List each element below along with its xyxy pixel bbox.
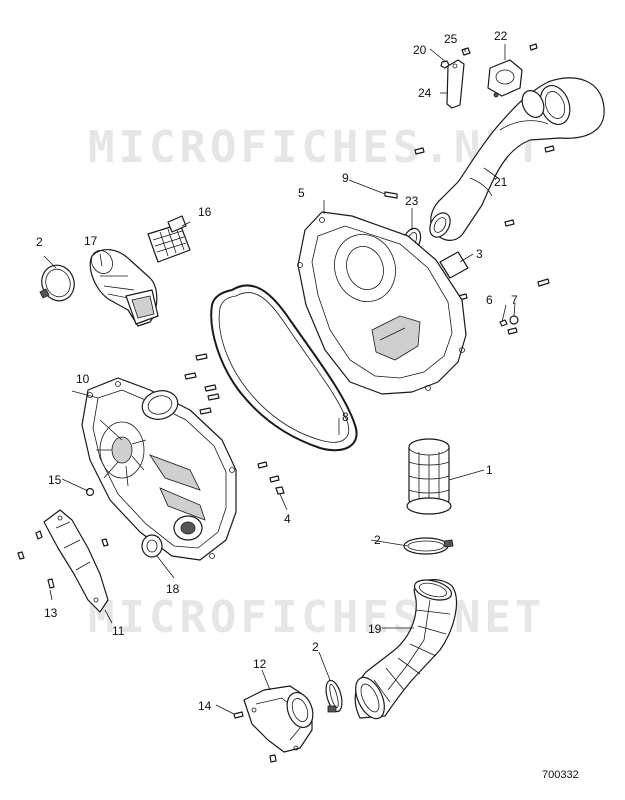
reference-number: 700332 — [542, 769, 579, 781]
adapter-part-22 — [487, 59, 523, 98]
bolt-part-9 — [384, 191, 398, 199]
callout-7: 7 — [511, 293, 518, 307]
screw-part-25 — [461, 47, 471, 56]
bolt-upper-4 — [504, 219, 515, 227]
heat-shield-part-11 — [43, 509, 109, 613]
bolt-part-7 — [507, 327, 518, 335]
callout-15: 15 — [48, 473, 62, 487]
callout-25: 25 — [444, 32, 458, 46]
callout-19: 19 — [368, 622, 382, 636]
intake-elbow-part-12 — [243, 685, 314, 753]
callout-10: 10 — [76, 372, 90, 386]
callout-3: 3 — [476, 247, 483, 261]
inlet-boot-part-17 — [89, 249, 159, 327]
screw-left-2 — [17, 551, 25, 560]
nut-part-15 — [85, 487, 95, 497]
bolt-mid-5 — [199, 407, 212, 415]
callout-2: 2 — [36, 235, 43, 249]
watermark-bottom: MICROFICHES.NET — [88, 592, 545, 643]
callout-2: 2 — [312, 640, 319, 654]
callout-12: 12 — [253, 657, 267, 671]
callout-17: 17 — [84, 234, 98, 248]
outer-clutch-cover — [297, 211, 467, 395]
washer-part-6 — [499, 319, 508, 327]
seal-ring-part-18 — [141, 534, 163, 558]
watermark-top: MICROFICHES.NET — [88, 122, 545, 173]
screw-left-3 — [101, 538, 109, 547]
callout-6: 6 — [486, 293, 493, 307]
bolt-mid-2 — [184, 372, 197, 380]
callout-24: 24 — [418, 86, 432, 100]
bolt-mid-4 — [207, 393, 220, 401]
bolt-mid-6 — [257, 461, 268, 469]
bolt-mid-3 — [204, 384, 217, 392]
callout-5: 5 — [298, 186, 305, 200]
bolt-upper-5 — [537, 278, 550, 287]
drive-belt — [210, 284, 358, 452]
callout-9: 9 — [342, 171, 349, 185]
callout-18: 18 — [166, 582, 180, 596]
screw-left-1 — [35, 530, 43, 540]
callout-16: 16 — [198, 205, 212, 219]
callout-labels: 1 2 2 2 3 4 5 6 7 8 9 10 11 12 13 14 15 … — [36, 29, 518, 713]
filter-screen-part-16 — [147, 215, 191, 263]
bolt-part-4 — [275, 486, 285, 495]
callout-2: 2 — [374, 533, 381, 547]
screw-part-14 — [233, 711, 244, 719]
lower-intake-duct-part-19 — [354, 579, 458, 720]
callout-1: 1 — [486, 463, 493, 477]
bolt-mid-1 — [195, 353, 208, 361]
callout-22: 22 — [494, 29, 508, 43]
callout-13: 13 — [44, 606, 58, 620]
leader-lines — [43, 44, 516, 715]
outlet-duct — [429, 77, 605, 241]
bracket-part-24 — [446, 59, 465, 109]
bolt-mid-7 — [269, 475, 280, 483]
callout-4: 4 — [284, 512, 291, 526]
nut-part-20 — [440, 60, 450, 69]
clamp-part-2-middle — [403, 537, 454, 555]
clamp-upper — [521, 90, 545, 118]
callout-21: 21 — [494, 175, 508, 189]
nut-part-7 — [509, 315, 519, 325]
inner-clutch-cover — [81, 377, 237, 561]
screw-part-13 — [47, 578, 55, 589]
bolt-upper-1 — [529, 43, 538, 51]
callout-20: 20 — [413, 43, 427, 57]
callout-14: 14 — [198, 699, 212, 713]
prefilter-part-1 — [406, 438, 452, 515]
callout-8: 8 — [342, 410, 349, 424]
bolt-upper-2 — [414, 147, 425, 155]
label-pad-part-3 — [439, 251, 469, 279]
screw-lower-1 — [269, 754, 277, 763]
clamp-part-2-lower — [325, 679, 343, 713]
callout-23: 23 — [405, 194, 419, 208]
clamp-part-2-left — [39, 264, 75, 302]
callout-11: 11 — [112, 624, 125, 638]
bolt-upper-3 — [544, 145, 555, 153]
